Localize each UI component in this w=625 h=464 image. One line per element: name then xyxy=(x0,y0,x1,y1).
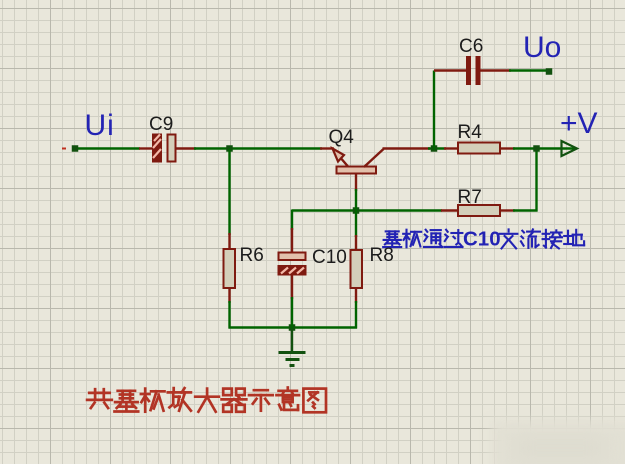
svg-text:C10: C10 xyxy=(463,227,501,250)
